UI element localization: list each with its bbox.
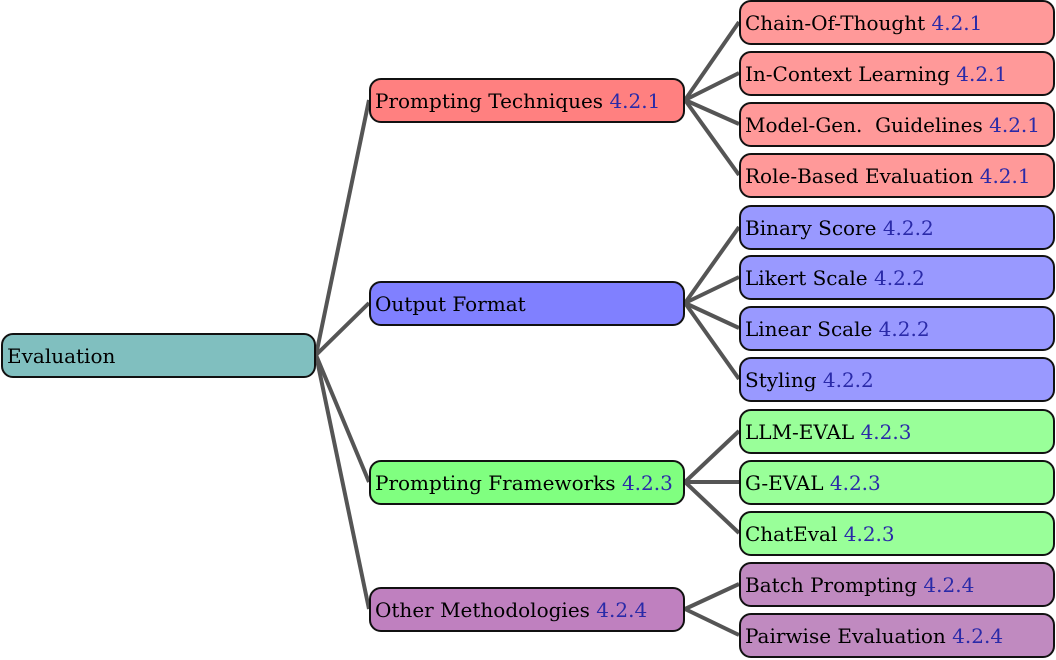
branch-label: Prompting Techniques (375, 88, 604, 113)
branch-output-format: Output Format (369, 281, 685, 326)
leaf-chateval: ChatEval 4.2.3 (739, 511, 1055, 556)
section-ref: 4.2.2 (878, 316, 930, 341)
edge-of-styling (683, 301, 741, 381)
section-ref: 4.2.1 (931, 10, 983, 35)
edge-om-pairwise (684, 607, 740, 637)
leaf-chain-of-thought: Chain-Of-Thought 4.2.1 (739, 0, 1055, 45)
leaf-likert-scale: Likert Scale 4.2.2 (739, 255, 1055, 300)
edge-pt-in-context (684, 71, 740, 102)
leaf-in-context-learning: In-Context Learning 4.2.1 (739, 51, 1055, 96)
edge-root-other-methodologies (314, 354, 371, 610)
leaf-model-gen-guidelines: Model-Gen. Guidelines 4.2.1 (739, 102, 1055, 147)
section-ref: 4.2.3 (843, 521, 895, 546)
root-label: Evaluation (7, 343, 116, 368)
branch-other-methodologies: Other Methodologies 4.2.4 (369, 587, 685, 632)
leaf-label: Binary Score (745, 215, 877, 240)
edge-pt-chain-of-thought (683, 20, 741, 102)
leaf-role-based-evaluation: Role-Based Evaluation 4.2.1 (739, 153, 1055, 198)
leaf-label: Linear Scale (745, 316, 873, 341)
section-ref: 4.2.1 (956, 61, 1008, 86)
edge-of-likert (684, 275, 740, 305)
section-ref: 4.2.4 (952, 623, 1004, 648)
leaf-llm-eval: LLM-EVAL 4.2.3 (739, 409, 1055, 454)
edge-pf-llm-eval (683, 429, 741, 484)
edge-of-binary (683, 225, 741, 305)
edge-root-prompting-techniques (314, 99, 371, 356)
leaf-label: G-EVAL (745, 470, 824, 495)
edge-pt-model-gen (684, 98, 740, 126)
leaf-label: Batch Prompting (745, 572, 918, 597)
branch-prompting-techniques: Prompting Techniques 4.2.1 (369, 78, 685, 123)
section-ref: 4.2.4 (596, 597, 648, 622)
section-ref: 4.2.1 (979, 163, 1031, 188)
section-ref: 4.2.2 (882, 215, 934, 240)
leaf-pairwise-evaluation: Pairwise Evaluation 4.2.4 (739, 613, 1055, 658)
leaf-styling: Styling 4.2.2 (739, 357, 1055, 402)
leaf-binary-score: Binary Score 4.2.2 (739, 205, 1055, 250)
root-node-evaluation: Evaluation (1, 333, 316, 378)
edge-om-batch (684, 582, 740, 611)
leaf-label: LLM-EVAL (745, 419, 855, 444)
branch-label: Prompting Frameworks (375, 470, 616, 495)
branch-label: Other Methodologies (375, 597, 590, 622)
edge-root-output-format (314, 301, 371, 357)
section-ref: 4.2.3 (860, 419, 912, 444)
section-ref: 4.2.3 (829, 470, 881, 495)
section-ref: 4.2.3 (621, 470, 673, 495)
branch-prompting-frameworks: Prompting Frameworks 4.2.3 (369, 460, 685, 505)
section-ref: 4.2.1 (989, 112, 1040, 137)
edge-pf-chateval (683, 480, 741, 535)
leaf-label: Styling (745, 367, 817, 392)
section-ref: 4.2.2 (874, 265, 925, 290)
leaf-label: Model-Gen. Guidelines (745, 112, 983, 137)
leaf-g-eval: G-EVAL 4.2.3 (739, 460, 1055, 505)
leaf-label: Pairwise Evaluation (745, 623, 946, 648)
leaf-linear-scale: Linear Scale 4.2.2 (739, 306, 1055, 351)
leaf-label: Likert Scale (745, 265, 868, 290)
edge-of-linear (684, 301, 740, 330)
leaf-label: ChatEval (745, 521, 838, 546)
leaf-label: In-Context Learning (745, 61, 950, 86)
section-ref: 4.2.2 (822, 367, 874, 392)
leaf-label: Chain-Of-Thought (745, 10, 926, 35)
leaf-label: Role-Based Evaluation (745, 163, 974, 188)
edge-root-prompting-frameworks (314, 354, 371, 483)
leaf-batch-prompting: Batch Prompting 4.2.4 (739, 562, 1055, 607)
branch-label: Output Format (375, 291, 526, 316)
edge-pt-role-based (683, 98, 741, 177)
section-ref: 4.2.4 (923, 572, 975, 597)
section-ref: 4.2.1 (609, 88, 661, 113)
